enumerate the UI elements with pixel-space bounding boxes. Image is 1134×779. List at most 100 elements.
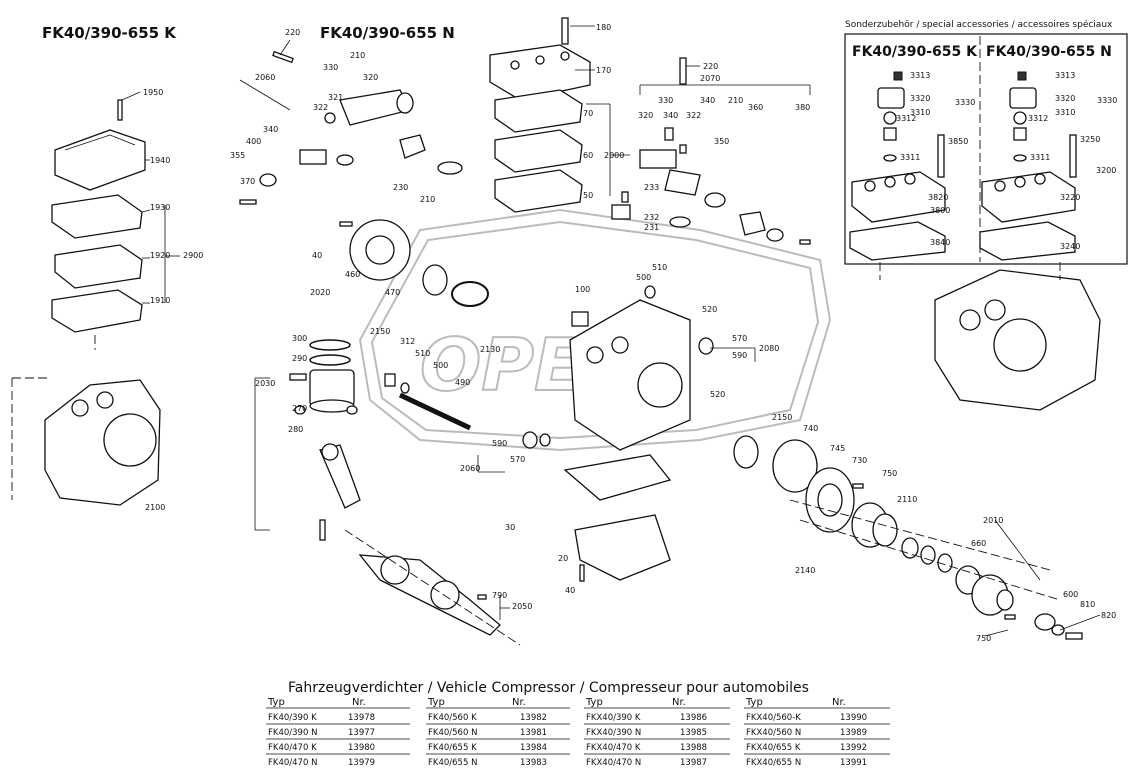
table-cell: 13978: [348, 713, 375, 723]
label-790: 790: [492, 591, 507, 600]
label-220-b: 220: [703, 62, 718, 71]
label-50: 50: [583, 191, 593, 200]
label-810: 810: [1080, 600, 1095, 609]
acc-n-3250: 3250: [1080, 135, 1100, 144]
table-cell: 13984: [520, 743, 547, 753]
piston-assembly: [254, 339, 361, 541]
title-n-variant: FK40/390-655 N: [320, 24, 455, 42]
acc-k-3320: 3320: [910, 94, 930, 103]
label-730: 730: [852, 456, 867, 465]
label-570-a: 570: [732, 334, 747, 343]
label-100: 100: [575, 285, 590, 294]
label-2100: 2100: [145, 503, 165, 512]
table-cell: 13989: [840, 728, 867, 738]
table-cell: 13981: [520, 728, 547, 738]
label-231: 231: [644, 223, 659, 232]
cylinder-head-assembly: [239, 17, 687, 213]
label-30: 30: [505, 523, 515, 532]
table-cell: FK40/470 K: [268, 743, 317, 753]
label-300: 300: [292, 334, 307, 343]
acc-n-3240: 3240: [1060, 242, 1080, 251]
label-370: 370: [240, 177, 255, 186]
table-cell: FKX40/470 K: [586, 743, 641, 753]
crankcase-assembly: [339, 219, 818, 493]
table-cell: 13992: [840, 743, 867, 753]
table-col2-nr-header: Nr.: [512, 697, 526, 708]
label-470: 470: [385, 288, 400, 297]
label-2030: 2030: [255, 379, 275, 388]
acc-k-3850: 3850: [948, 137, 968, 146]
table-cell: 13977: [348, 728, 375, 738]
label-360: 360: [748, 103, 763, 112]
label-180: 180: [596, 23, 611, 32]
leader-lines: [121, 25, 1101, 637]
label-312: 312: [400, 337, 415, 346]
label-590-b: 590: [492, 439, 507, 448]
table-cell: FKX40/470 N: [586, 758, 641, 768]
label-500-a: 500: [636, 273, 651, 282]
label-2070: 2070: [700, 74, 720, 83]
table-cell: 13983: [520, 758, 547, 768]
table-col4-typ-header: Typ: [745, 697, 763, 708]
table-cell: 13990: [840, 713, 867, 723]
label-320-a: 320: [363, 73, 378, 82]
accessories-col-n: FK40/390-655 N: [986, 44, 1112, 60]
label-340-b: 340: [700, 96, 715, 105]
label-330-a: 330: [323, 63, 338, 72]
label-1950: 1950: [143, 88, 163, 97]
label-2110: 2110: [897, 495, 917, 504]
label-510-a: 510: [652, 263, 667, 272]
table-col3-nr-header: Nr.: [672, 697, 686, 708]
label-340-c: 340: [663, 111, 678, 120]
label-2060-b: 2060: [460, 464, 480, 473]
label-380: 380: [795, 103, 810, 112]
label-2060-a: 2060: [255, 73, 275, 82]
table-cell: FK40/470 N: [268, 758, 317, 768]
label-510-b: 510: [415, 349, 430, 358]
label-210-c: 210: [728, 96, 743, 105]
label-660: 660: [971, 539, 986, 548]
table-cell: 13987: [680, 758, 707, 768]
table-cell: 13986: [680, 713, 707, 723]
label-1940: 1940: [150, 156, 170, 165]
label-750-b: 750: [976, 634, 991, 643]
table-cell: 13985: [680, 728, 707, 738]
label-520-b: 520: [710, 390, 725, 399]
caption: Fahrzeugverdichter / Vehicle Compressor …: [288, 680, 809, 696]
label-400: 400: [246, 137, 261, 146]
label-322-a: 322: [313, 103, 328, 112]
label-2130: 2130: [480, 345, 500, 354]
table-col3-typ-header: Typ: [585, 697, 603, 708]
label-290: 290: [292, 354, 307, 363]
acc-n-3330: 3330: [1097, 96, 1117, 105]
accessories-header: Sonderzubehör / special accessories / ac…: [845, 19, 1113, 30]
label-270: 270: [292, 404, 307, 413]
acc-k-3840: 3840: [930, 238, 950, 247]
label-20: 20: [558, 554, 568, 563]
acc-k-3310: 3310: [910, 108, 930, 117]
table-col1-typ-header: Typ: [267, 697, 285, 708]
acc-k-3800: 3800: [930, 206, 950, 215]
table-cell: FKX40/560-K: [746, 713, 801, 723]
table-cell: FKX40/655 K: [746, 743, 801, 753]
table-cell: FK40/560 N: [428, 728, 477, 738]
label-350: 350: [714, 137, 729, 146]
label-460: 460: [345, 270, 360, 279]
label-2140: 2140: [795, 566, 815, 575]
table-cell: FKX40/390 K: [586, 713, 641, 723]
acc-k-3820: 3820: [928, 193, 948, 202]
label-220-a: 220: [285, 28, 300, 37]
label-1930: 1930: [150, 203, 170, 212]
label-355: 355: [230, 151, 245, 160]
table-cell: 13988: [680, 743, 707, 753]
acc-k-3313: 3313: [910, 71, 930, 80]
table-cell: FK40/390 K: [268, 713, 317, 723]
label-210-b: 210: [420, 195, 435, 204]
label-2020: 2020: [310, 288, 330, 297]
label-230: 230: [393, 183, 408, 192]
table-cell: FK40/560 K: [428, 713, 477, 723]
table-cell: 13980: [348, 743, 375, 753]
label-280: 280: [288, 425, 303, 434]
label-820: 820: [1101, 611, 1116, 620]
label-2080-a: 2080: [759, 344, 779, 353]
